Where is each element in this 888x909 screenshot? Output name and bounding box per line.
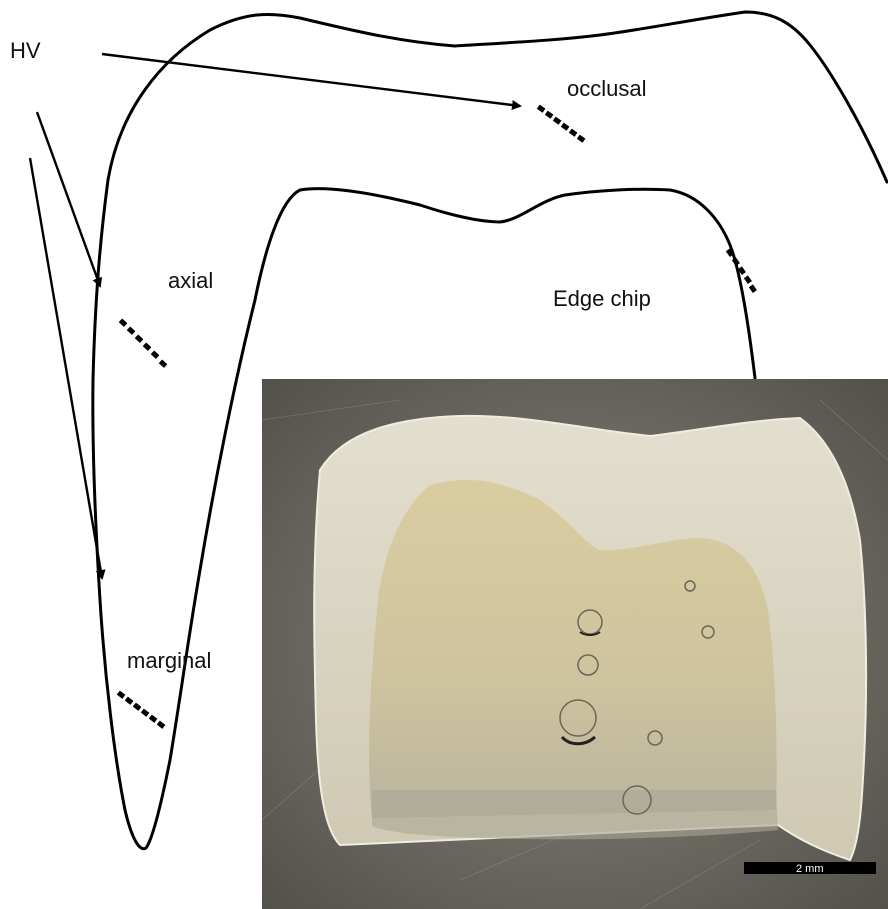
hv-arrow-marginal: [30, 158, 102, 578]
axial-marker: [119, 319, 168, 368]
crown-section-photo: 2 mm: [262, 379, 888, 909]
edge-chip-label: Edge chip: [553, 286, 651, 311]
marginal-label: marginal: [127, 648, 211, 673]
hv-arrow-occlusal: [102, 54, 520, 106]
hv-label: HV: [10, 38, 41, 63]
axial-label: axial: [168, 268, 213, 293]
occlusal-marker: [537, 105, 586, 143]
marginal-marker: [117, 691, 166, 729]
scale-bar-label: 2 mm: [796, 863, 824, 875]
occlusal-label: occlusal: [567, 76, 646, 101]
